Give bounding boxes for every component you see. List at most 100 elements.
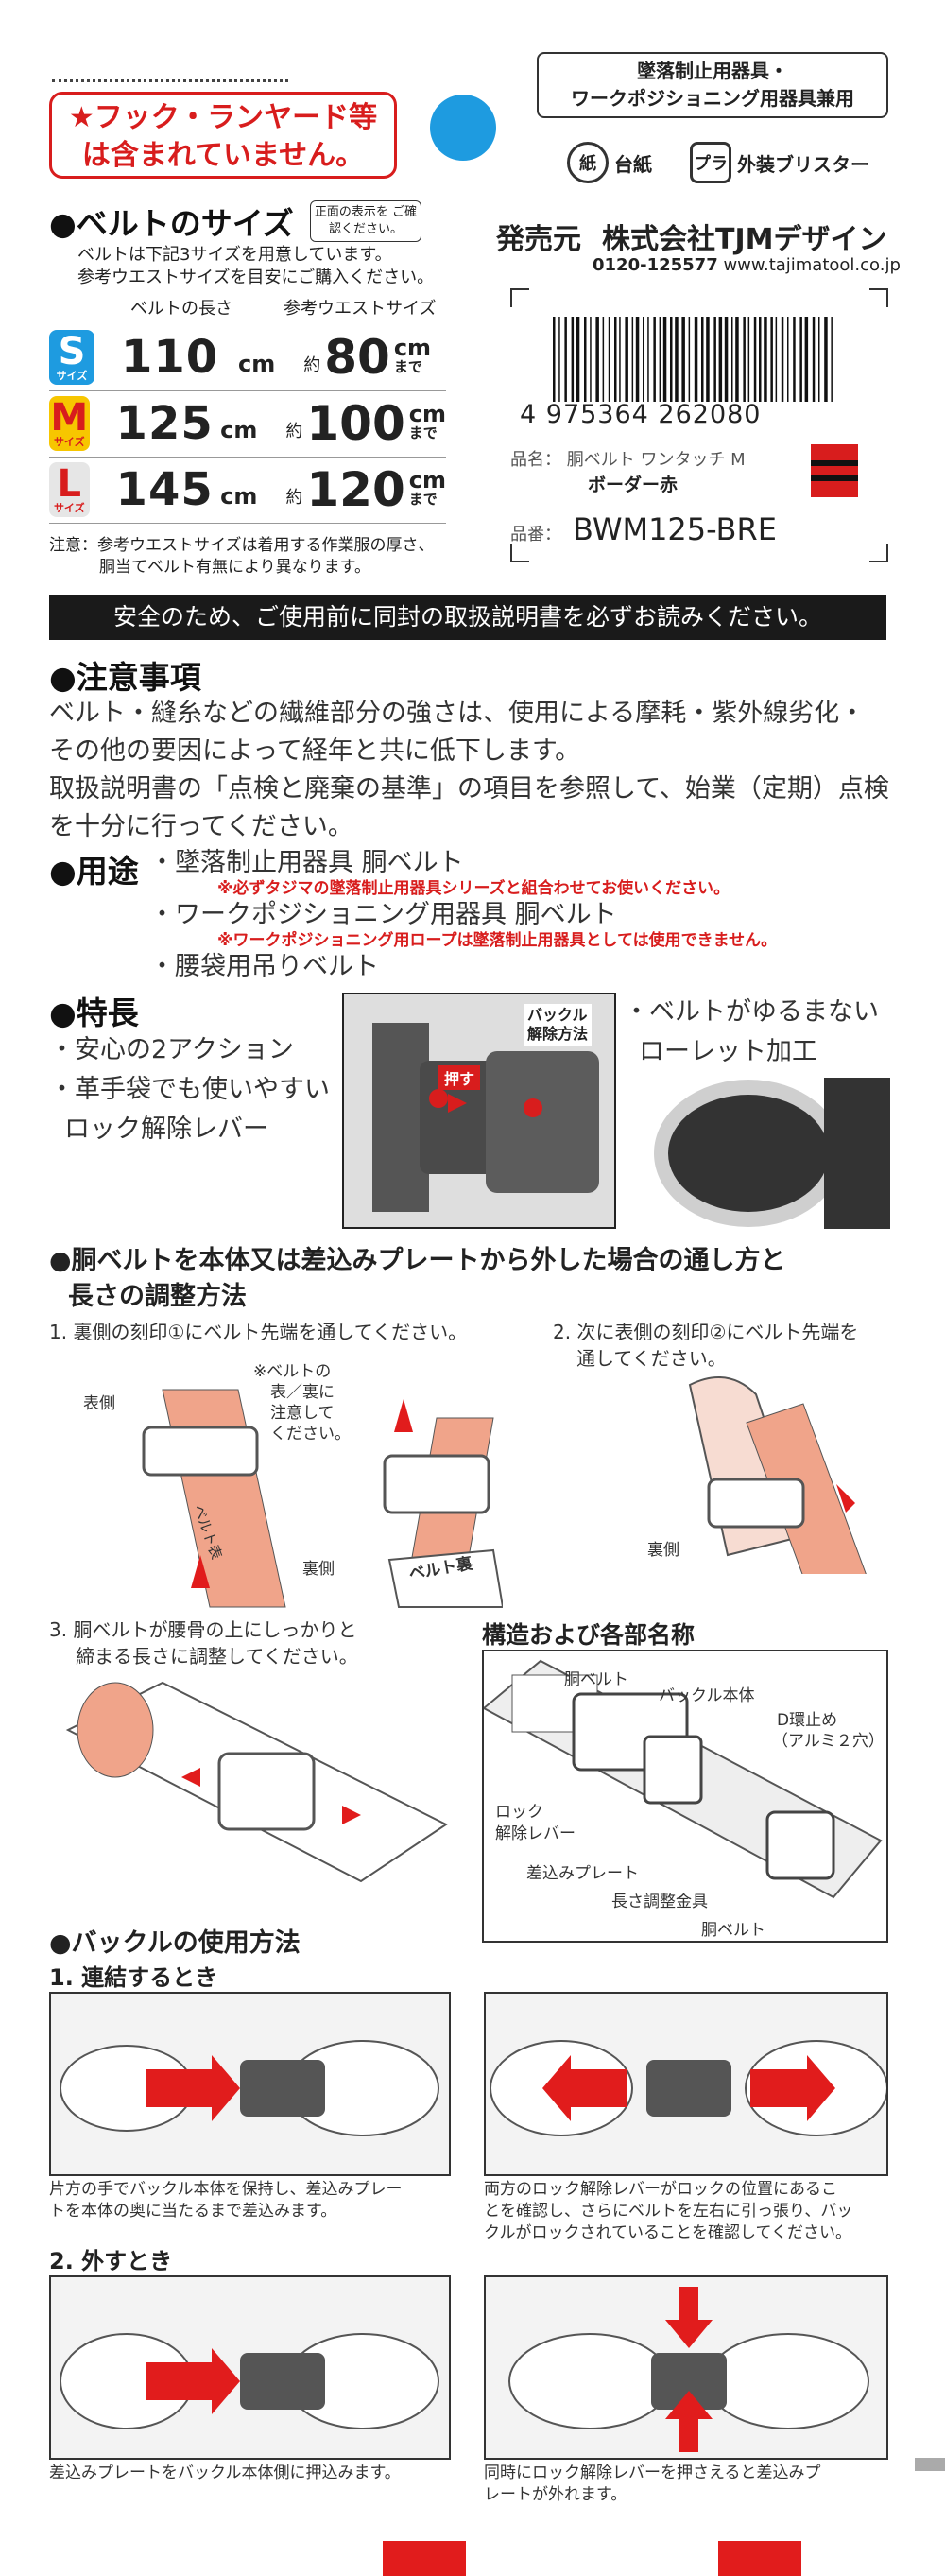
connect-desc2b: とを確認し、さらにベルトを左右に引っ張り、バッ xyxy=(484,2202,853,2221)
safety-banner: 安全のため、ご使用前に同封の取扱説明書を必ずお読みください。 xyxy=(49,595,886,640)
belt-length: 110 xyxy=(121,331,219,384)
remove-desc2a: 同時にロック解除レバーを押さえると差込みプ xyxy=(484,2464,821,2482)
size-desc1: ベルトは下記3サイズを用意しています。 xyxy=(77,245,392,265)
length-unit: cm xyxy=(220,483,258,510)
feature2: ・革手袋でも使いやすい xyxy=(49,1075,330,1104)
size-letter: S xyxy=(58,330,86,373)
barcode-bar xyxy=(659,317,662,402)
waist-made: まで xyxy=(408,491,438,508)
warning-line2: は含まれていません。 xyxy=(81,139,365,172)
structure-heading: 構造および各部名称 xyxy=(482,1621,696,1649)
connect-desc2c: クルがロックされていることを確認してください。 xyxy=(484,2223,851,2242)
feature1: ・安心の2アクション xyxy=(49,1035,294,1064)
barcode-bar xyxy=(608,317,610,402)
row-divider xyxy=(49,523,446,524)
barcode-bar xyxy=(619,317,621,402)
phone: 0120-125577 xyxy=(593,255,718,275)
size-caution2: 胴当てベルト有無により異なります。 xyxy=(99,558,370,577)
buckle-release-photo: 押す バックル 解除方法 xyxy=(342,993,616,1229)
remove-desc2b: レートが外れます。 xyxy=(484,2485,627,2504)
barcode-bar xyxy=(653,317,656,402)
waist-size: 100 xyxy=(306,396,405,451)
blue-dot xyxy=(430,95,496,161)
note-c: 注意して xyxy=(270,1404,335,1423)
back-label-1: 裏側 xyxy=(302,1560,335,1579)
connect-step1-image xyxy=(49,1992,451,2176)
warning-box: ★フック・ランヤード等 は含まれていません。 xyxy=(49,92,397,179)
barcode-bar xyxy=(576,317,580,402)
seller: 発売元株式会社TJMデザイン xyxy=(496,216,886,257)
use-note2: ※ワークポジショニング用ロープは墜落制止用器具としては使用できません。 xyxy=(217,931,778,950)
size-sub: サイズ xyxy=(53,436,85,448)
feature3: ・ベルトがゆるまない xyxy=(624,997,879,1027)
remove-desc1: 差込みプレートをバックル本体側に押込みます。 xyxy=(49,2464,401,2482)
barcode-bar xyxy=(770,317,773,402)
size-sub: サイズ xyxy=(53,502,85,514)
barcode-bar xyxy=(662,317,667,402)
row-divider xyxy=(49,390,446,391)
threading-heading2: 長さの調整方法 xyxy=(68,1282,247,1311)
dotted-line xyxy=(52,79,288,82)
barcode-bar xyxy=(706,317,710,402)
barcode-bar xyxy=(818,317,820,402)
bottom-tab-right xyxy=(718,2541,801,2576)
step2b: 通してください。 xyxy=(576,1347,727,1370)
plastic-recycle-icon: プラ xyxy=(690,142,731,183)
connect-step2-image xyxy=(484,1992,888,2176)
part-adjuster: 長さ調整金具 xyxy=(611,1893,708,1911)
caution-line4: を十分に行ってください。 xyxy=(49,812,353,841)
features-heading: ●特長 xyxy=(49,994,139,1031)
barcode-bar xyxy=(804,317,809,402)
warning-line1: ★フック・ランヤード等 xyxy=(68,101,378,134)
barcode-bar xyxy=(590,317,592,402)
bottom-tab-left xyxy=(383,2541,466,2576)
threading-heading1: ●胴ベルトを本体又は差込みプレートから外した場合の通し方と xyxy=(49,1246,786,1275)
use-item2: ・ワークポジショニング用器具 胴ベルト xyxy=(149,900,617,929)
barcode-bar xyxy=(799,317,802,402)
product-color: ボーダー赤 xyxy=(588,475,679,495)
barcode-bar xyxy=(553,317,556,402)
uses-heading: ●用途 xyxy=(49,853,139,890)
contact: 0120-125577 www.tajimatool.co.jp xyxy=(593,255,901,275)
usage-line1: 墜落制止用器具・ xyxy=(637,60,788,82)
barcode-bar xyxy=(647,317,649,402)
barcode-bar xyxy=(753,317,757,402)
part-dring1: D環止め xyxy=(777,1711,838,1730)
col-waist: 参考ウエストサイズ xyxy=(284,299,437,319)
approx-label: 約 xyxy=(303,355,321,375)
belt-length: 125 xyxy=(115,397,214,450)
part-dring2: （アルミ２穴） xyxy=(772,1732,885,1751)
barcode-number: 4 975364 262080 xyxy=(520,400,762,429)
approx-label: 約 xyxy=(285,488,303,508)
buckle-label2: 解除方法 xyxy=(527,1025,589,1043)
note-d: ください。 xyxy=(270,1425,351,1444)
step3a: 3. 胴ベルトが腰骨の上にしっかりと xyxy=(49,1618,357,1641)
waist-size: 80 xyxy=(324,330,390,385)
plastic-label: 外装ブリスター xyxy=(737,152,869,176)
paper-recycle-icon: 紙 xyxy=(567,142,609,183)
barcode-bar xyxy=(694,317,698,402)
waist-unit: cm xyxy=(408,467,446,493)
size-sub: サイズ xyxy=(56,370,88,382)
barcode-bar xyxy=(724,317,729,402)
feature2b: ロック解除レバー xyxy=(64,1115,268,1144)
barcode-bar xyxy=(584,317,587,402)
usage-line2: ワークポジショニング用器具兼用 xyxy=(571,87,854,110)
barcode-bar xyxy=(675,317,679,402)
waist-made: まで xyxy=(408,424,438,441)
size-desc2: 参考ウエストサイズを目安にご購入ください。 xyxy=(77,268,435,287)
part-belt2: 胴ベルト xyxy=(701,1921,765,1940)
product-name: 胴ベルト ワンタッチ M xyxy=(566,450,746,470)
barcode-bar xyxy=(743,317,746,402)
url[interactable]: www.tajimatool.co.jp xyxy=(723,255,901,275)
remove-step2-image xyxy=(484,2275,888,2460)
barcode-bar xyxy=(775,317,778,402)
threading-diagram-3 xyxy=(65,1681,448,1883)
step1: 1. 裏側の刻印①にベルト先端を通してください。 xyxy=(49,1321,468,1343)
barcode-bar xyxy=(831,317,833,402)
waist-size: 120 xyxy=(306,462,405,517)
belt-length: 145 xyxy=(115,463,214,516)
barcode-bar xyxy=(759,317,762,402)
